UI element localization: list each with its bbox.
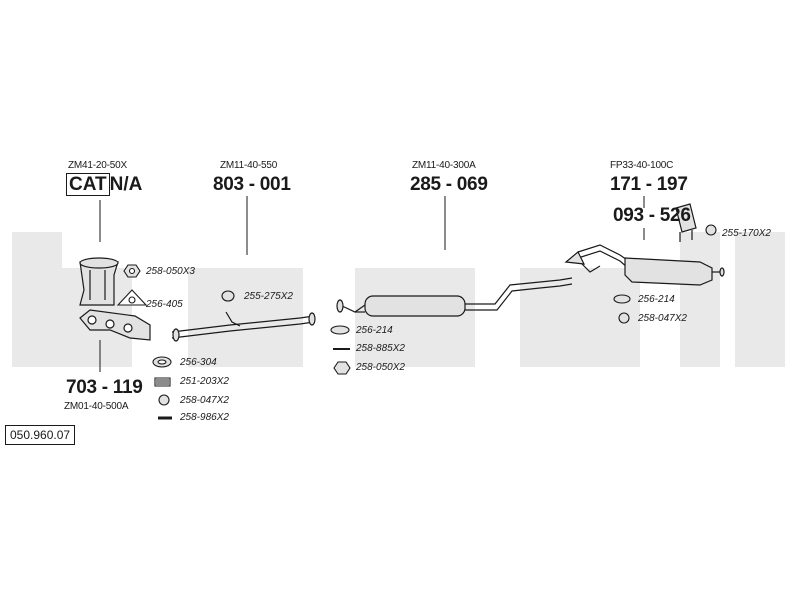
- manifold-drawing: [79, 309, 151, 341]
- leader-lines: [99, 196, 645, 372]
- part-label: 258-047X2: [180, 395, 229, 406]
- middle-pipe-drawing: [336, 277, 573, 317]
- catalytic-converter-drawing: [79, 257, 119, 306]
- part-label: 258-047X2: [638, 313, 687, 324]
- cat-suffix: N/A: [109, 174, 143, 195]
- cat-box: CAT: [66, 173, 110, 196]
- front-pipe-part-number: 803 - 001: [213, 174, 291, 195]
- part-label: 256-214: [356, 325, 393, 336]
- part-label: 258-050X3: [146, 266, 195, 277]
- part-label: 256-405: [146, 299, 183, 310]
- part-icons: [116, 224, 717, 420]
- part-label: 258-885X2: [356, 343, 405, 354]
- part-label: 256-214: [638, 294, 675, 305]
- part-label: 251-203X2: [180, 376, 229, 387]
- rear-silencer-ref: FP33-40-100C: [610, 160, 674, 171]
- part-label: 258-050X2: [356, 362, 405, 373]
- middle-pipe-part-number: 285 - 069: [410, 174, 488, 195]
- front-pipe-drawing: [171, 311, 316, 342]
- part-label: 255-170X2: [722, 228, 771, 239]
- rear-silencer-drawing: [564, 244, 725, 286]
- part-label: 258-986X2: [180, 412, 229, 423]
- manifold-ref: ZM01-40-500A: [64, 401, 129, 412]
- manifold-part-number: 703 - 119: [66, 377, 143, 398]
- rear-silencer-part-number: 171 - 197: [610, 174, 688, 195]
- front-pipe-ref: ZM11-40-550: [220, 160, 278, 171]
- middle-pipe-ref: ZM11-40-300A: [412, 160, 476, 171]
- document-number: 050.960.07: [5, 425, 76, 445]
- part-label: 256-304: [180, 357, 217, 368]
- part-label: 255-275X2: [244, 291, 293, 302]
- hanger-part-number: 093 - 526: [613, 205, 691, 226]
- cat-ref: ZM41-20-50X: [68, 160, 127, 171]
- hanger-drawing: [675, 203, 697, 242]
